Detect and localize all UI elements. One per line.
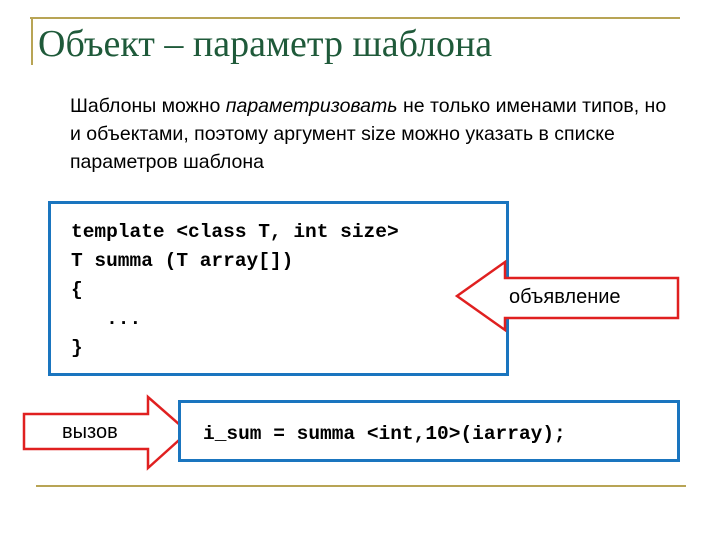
body-text-1: Шаблоны можно <box>70 95 226 117</box>
bottom-rule <box>36 485 686 487</box>
title-accent-line <box>31 17 33 65</box>
code-line: } <box>71 337 83 359</box>
declaration-arrow-label: объявление <box>509 286 621 308</box>
right-arrow-shape <box>22 394 190 471</box>
code-line: T summa (T array[]) <box>71 250 294 272</box>
slide-title: Объект – параметр шаблона <box>38 23 493 65</box>
slide-body-text: Шаблоны можно параметризовать не только … <box>70 92 670 176</box>
body-text-italic: параметризовать <box>225 95 398 117</box>
code-line: ... <box>71 308 142 330</box>
declaration-code-box: template <class T, int size> T summa (T … <box>48 201 509 376</box>
code-line: { <box>71 279 83 301</box>
call-code-box: i_sum = summa <int,10>(iarray); <box>178 400 680 462</box>
call-arrow-label: вызов <box>62 421 118 443</box>
code-line: template <class T, int size> <box>71 221 399 243</box>
left-arrow-shape <box>454 259 680 333</box>
call-code-line: i_sum = summa <int,10>(iarray); <box>203 423 566 445</box>
body-text-2: не только именами типов, но и объектами,… <box>70 95 667 173</box>
top-rule <box>30 17 680 19</box>
